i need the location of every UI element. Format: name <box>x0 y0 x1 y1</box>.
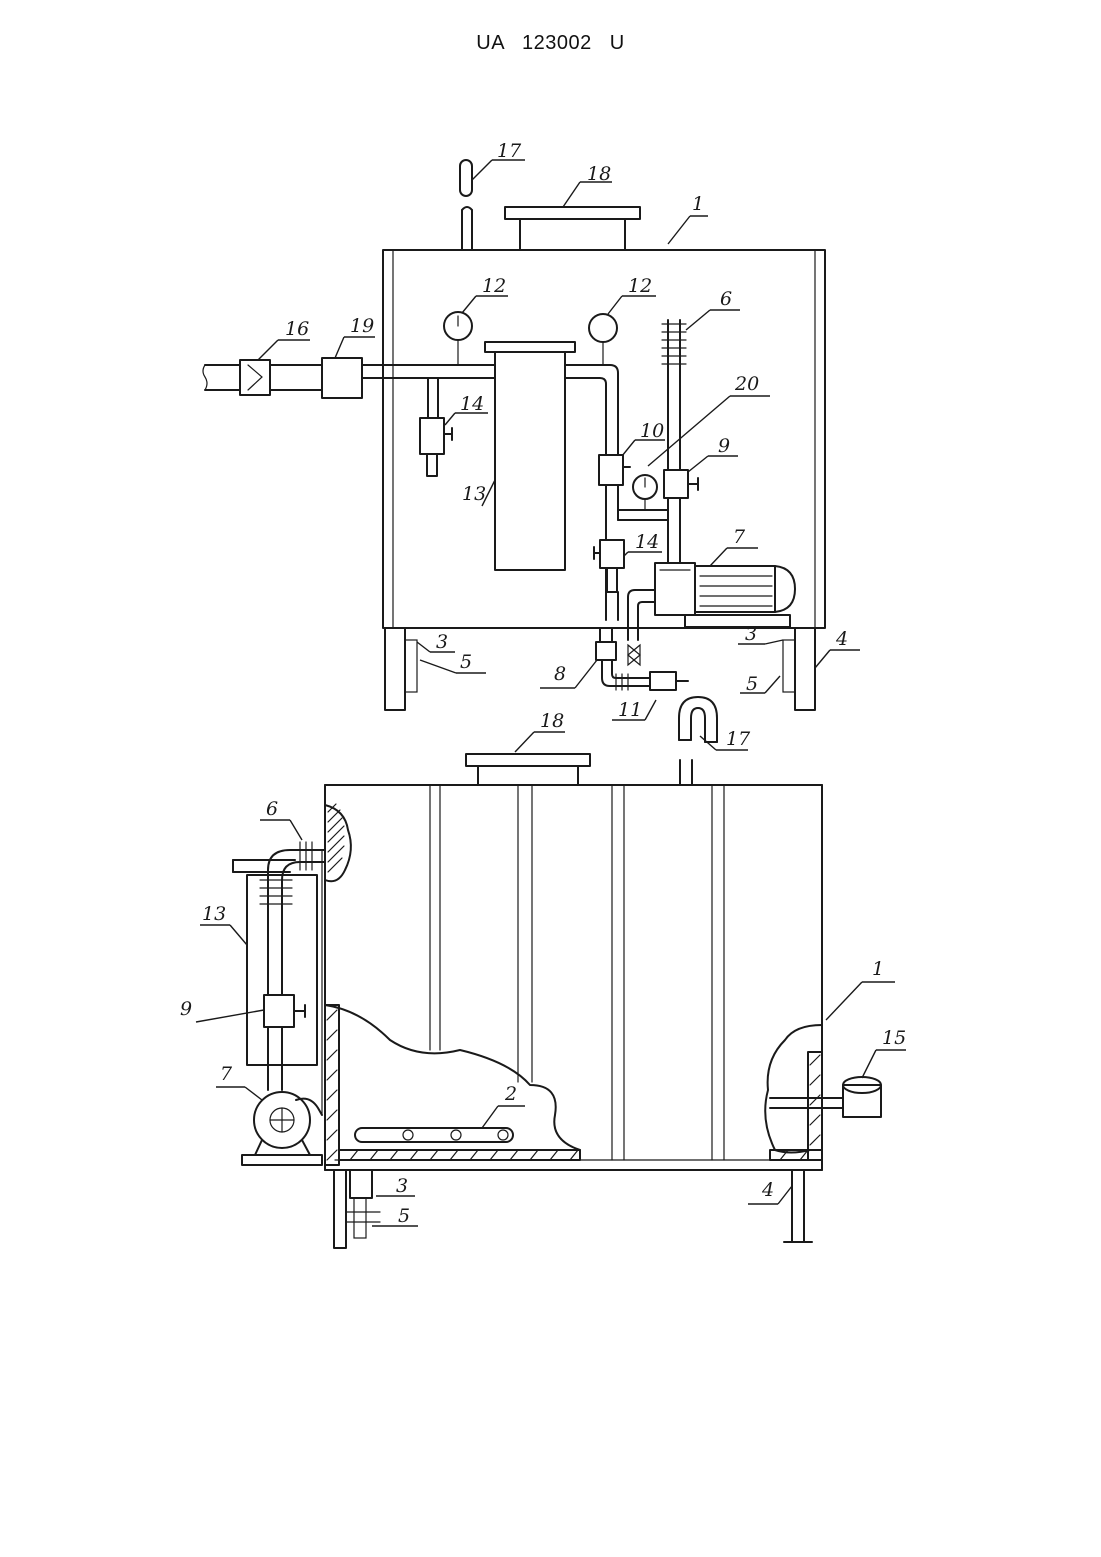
callout-17-bottom: 17 <box>726 728 751 750</box>
callout-13-side: 13 <box>202 903 226 925</box>
pressure-gauge-12-left <box>444 312 472 365</box>
valve-9 <box>664 470 688 498</box>
callout-1-side: 1 <box>872 958 884 980</box>
callout-7-top: 7 <box>733 526 746 548</box>
cutaway-upper-left <box>325 804 351 881</box>
callout-8: 8 <box>554 663 566 685</box>
callout-16: 16 <box>285 318 309 340</box>
cutaway-right <box>765 1025 822 1160</box>
check-valve-16 <box>240 360 270 395</box>
callout-3-left: 3 <box>436 631 448 653</box>
filter-19 <box>322 358 362 398</box>
callout-11: 11 <box>618 699 642 721</box>
pressure-gauge-12-right <box>589 314 617 365</box>
callout-20: 20 <box>734 373 759 395</box>
callout-13-top: 13 <box>462 483 486 505</box>
callout-14-lower: 14 <box>635 531 659 553</box>
external-ejector-loop <box>233 842 325 1115</box>
callout-9-top: 9 <box>718 435 730 457</box>
drain-assembly <box>596 628 688 690</box>
callout-5-side: 5 <box>398 1205 410 1227</box>
callout-3-right: 3 <box>745 623 757 645</box>
callout-12-right: 12 <box>628 275 652 297</box>
callout-4-top: 4 <box>835 628 848 650</box>
callout-10: 10 <box>640 420 664 442</box>
valve-8 <box>596 642 616 660</box>
pump-7-side <box>242 1092 322 1165</box>
callout-4-side: 4 <box>761 1179 774 1201</box>
callout-2: 2 <box>504 1083 517 1105</box>
tank-body-side <box>325 785 822 1170</box>
strainer-14-lower <box>594 540 624 620</box>
callout-12-left: 12 <box>482 275 506 297</box>
callout-6-side: 6 <box>266 798 278 820</box>
distribution-pipe-2 <box>355 1128 513 1142</box>
callout-18-side: 18 <box>540 710 564 732</box>
ejector-6-plan <box>662 320 698 562</box>
callout-1-top: 1 <box>692 193 704 215</box>
strainer-14-left <box>420 378 452 476</box>
valve-10 <box>599 455 623 485</box>
figure-2: 18 6 13 1 9 15 7 2 3 4 <box>180 710 906 1248</box>
separator-column-13 <box>485 342 575 570</box>
callout-7-side: 7 <box>220 1063 233 1085</box>
recirculation-pipe <box>565 365 668 540</box>
callout-15: 15 <box>882 1027 906 1049</box>
callout-9-side: 9 <box>180 998 192 1020</box>
hatch-18-side <box>466 754 590 785</box>
callout-5-left: 5 <box>460 651 472 673</box>
figure-1-callouts: 17 18 1 12 12 6 16 19 20 <box>258 140 860 750</box>
discharge-hook-17 <box>679 697 717 742</box>
figure-1: 17 18 1 12 12 6 16 19 20 <box>203 140 860 750</box>
callout-6-top: 6 <box>720 288 732 310</box>
hatch-18 <box>505 207 640 250</box>
vent-pipe-17 <box>460 160 472 250</box>
pressure-gauge-20 <box>633 475 657 510</box>
callout-3-side: 3 <box>396 1175 408 1197</box>
callout-14-upper: 14 <box>460 393 484 415</box>
callout-5-right: 5 <box>746 673 758 695</box>
valve-9-side <box>264 995 294 1027</box>
callout-17-top: 17 <box>497 140 522 162</box>
inlet-pipeline <box>203 358 495 398</box>
vent-stub-side <box>680 760 692 785</box>
heater-15 <box>770 1077 881 1117</box>
callout-19: 19 <box>350 315 374 337</box>
